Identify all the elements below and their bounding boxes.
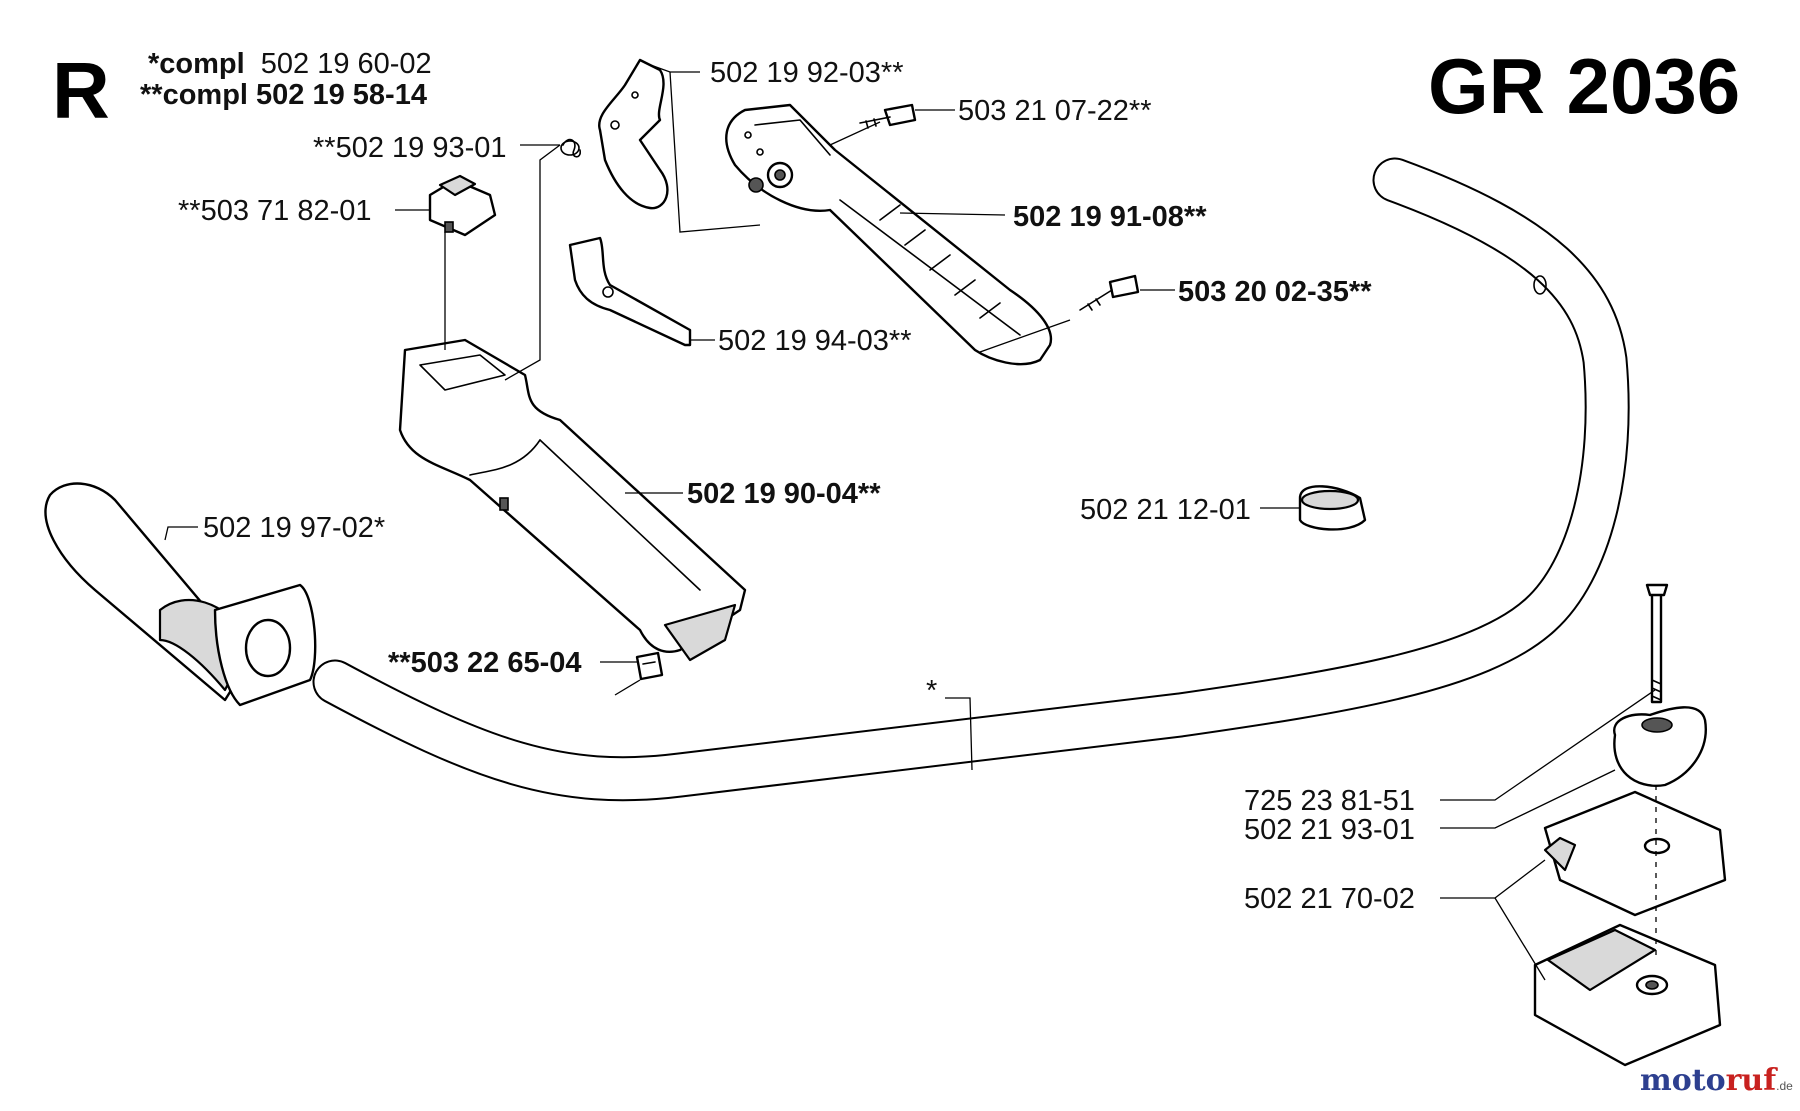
leader-lines — [164, 62, 1657, 981]
label-502-19-97-02: 502 19 97-02* — [203, 512, 385, 544]
label-725-23-81-51: 725 23 81-51 — [1244, 785, 1415, 817]
label-502-19-94-03: 502 19 94-03** — [718, 325, 912, 357]
label-502-19-92-03: 502 19 92-03** — [710, 57, 904, 89]
spring — [560, 138, 581, 158]
watermark-suffix: .de — [1776, 1079, 1793, 1093]
watermark-part-b: ruf — [1726, 1063, 1779, 1098]
bolt-shaft — [1650, 590, 1663, 704]
label-503-22-65-04: **503 22 65-04 — [388, 647, 582, 679]
compl-1-prefix: *compl — [148, 48, 245, 80]
label-502-21-12-01: 502 21 12-01 — [1080, 494, 1251, 526]
label-503-20-02-35: 503 20 02-35** — [1178, 276, 1372, 308]
screw-503-21-07-22 — [859, 103, 917, 129]
stop-switch — [428, 174, 497, 237]
label-star-tube: * — [926, 675, 937, 707]
trigger-housing — [725, 103, 1053, 366]
compl-1-number: 502 19 60-02 — [261, 48, 432, 80]
label-502-21-93-01: 502 21 93-01 — [1244, 814, 1415, 846]
right-grip — [44, 482, 317, 707]
trigger-lever — [598, 58, 669, 210]
label-502-19-93-01: **502 19 93-01 — [313, 132, 507, 164]
handle-bar-tube — [312, 157, 1630, 802]
label-502-21-70-02: 502 21 70-02 — [1244, 883, 1415, 915]
compl-line-1: *compl 502 19 60-02 — [148, 48, 432, 80]
handle-housing — [398, 338, 747, 662]
label-503-21-07-22: 503 21 07-22** — [958, 95, 1152, 127]
label-503-71-82-01: **503 71 82-01 — [178, 195, 372, 227]
part-labels: 502 19 92-03** 503 21 07-22** **502 19 9… — [178, 57, 1415, 915]
tube-hole — [1533, 275, 1547, 295]
nut — [635, 651, 664, 681]
wing-knob — [1613, 706, 1707, 787]
screw-503-20-02-35 — [1079, 274, 1140, 311]
clip — [1298, 485, 1367, 531]
clamp-assembly — [1533, 583, 1727, 1067]
label-502-19-91-08: 502 19 91-08** — [1013, 201, 1207, 233]
grip-opening — [244, 618, 292, 678]
throttle-lock — [568, 236, 692, 347]
section-letter: R — [52, 46, 110, 135]
compl-line-2: **compl 502 19 58-14 — [140, 79, 427, 111]
watermark-part-a: moto — [1640, 1063, 1726, 1098]
motoruf-watermark: motoruf.de — [1640, 1063, 1793, 1098]
label-502-19-90-04: 502 19 90-04** — [687, 478, 881, 510]
clamp-upper — [1543, 790, 1727, 917]
model-title: GR 2036 — [1428, 42, 1740, 130]
svg-text:motoruf.de: motoruf.de — [1640, 1063, 1793, 1098]
